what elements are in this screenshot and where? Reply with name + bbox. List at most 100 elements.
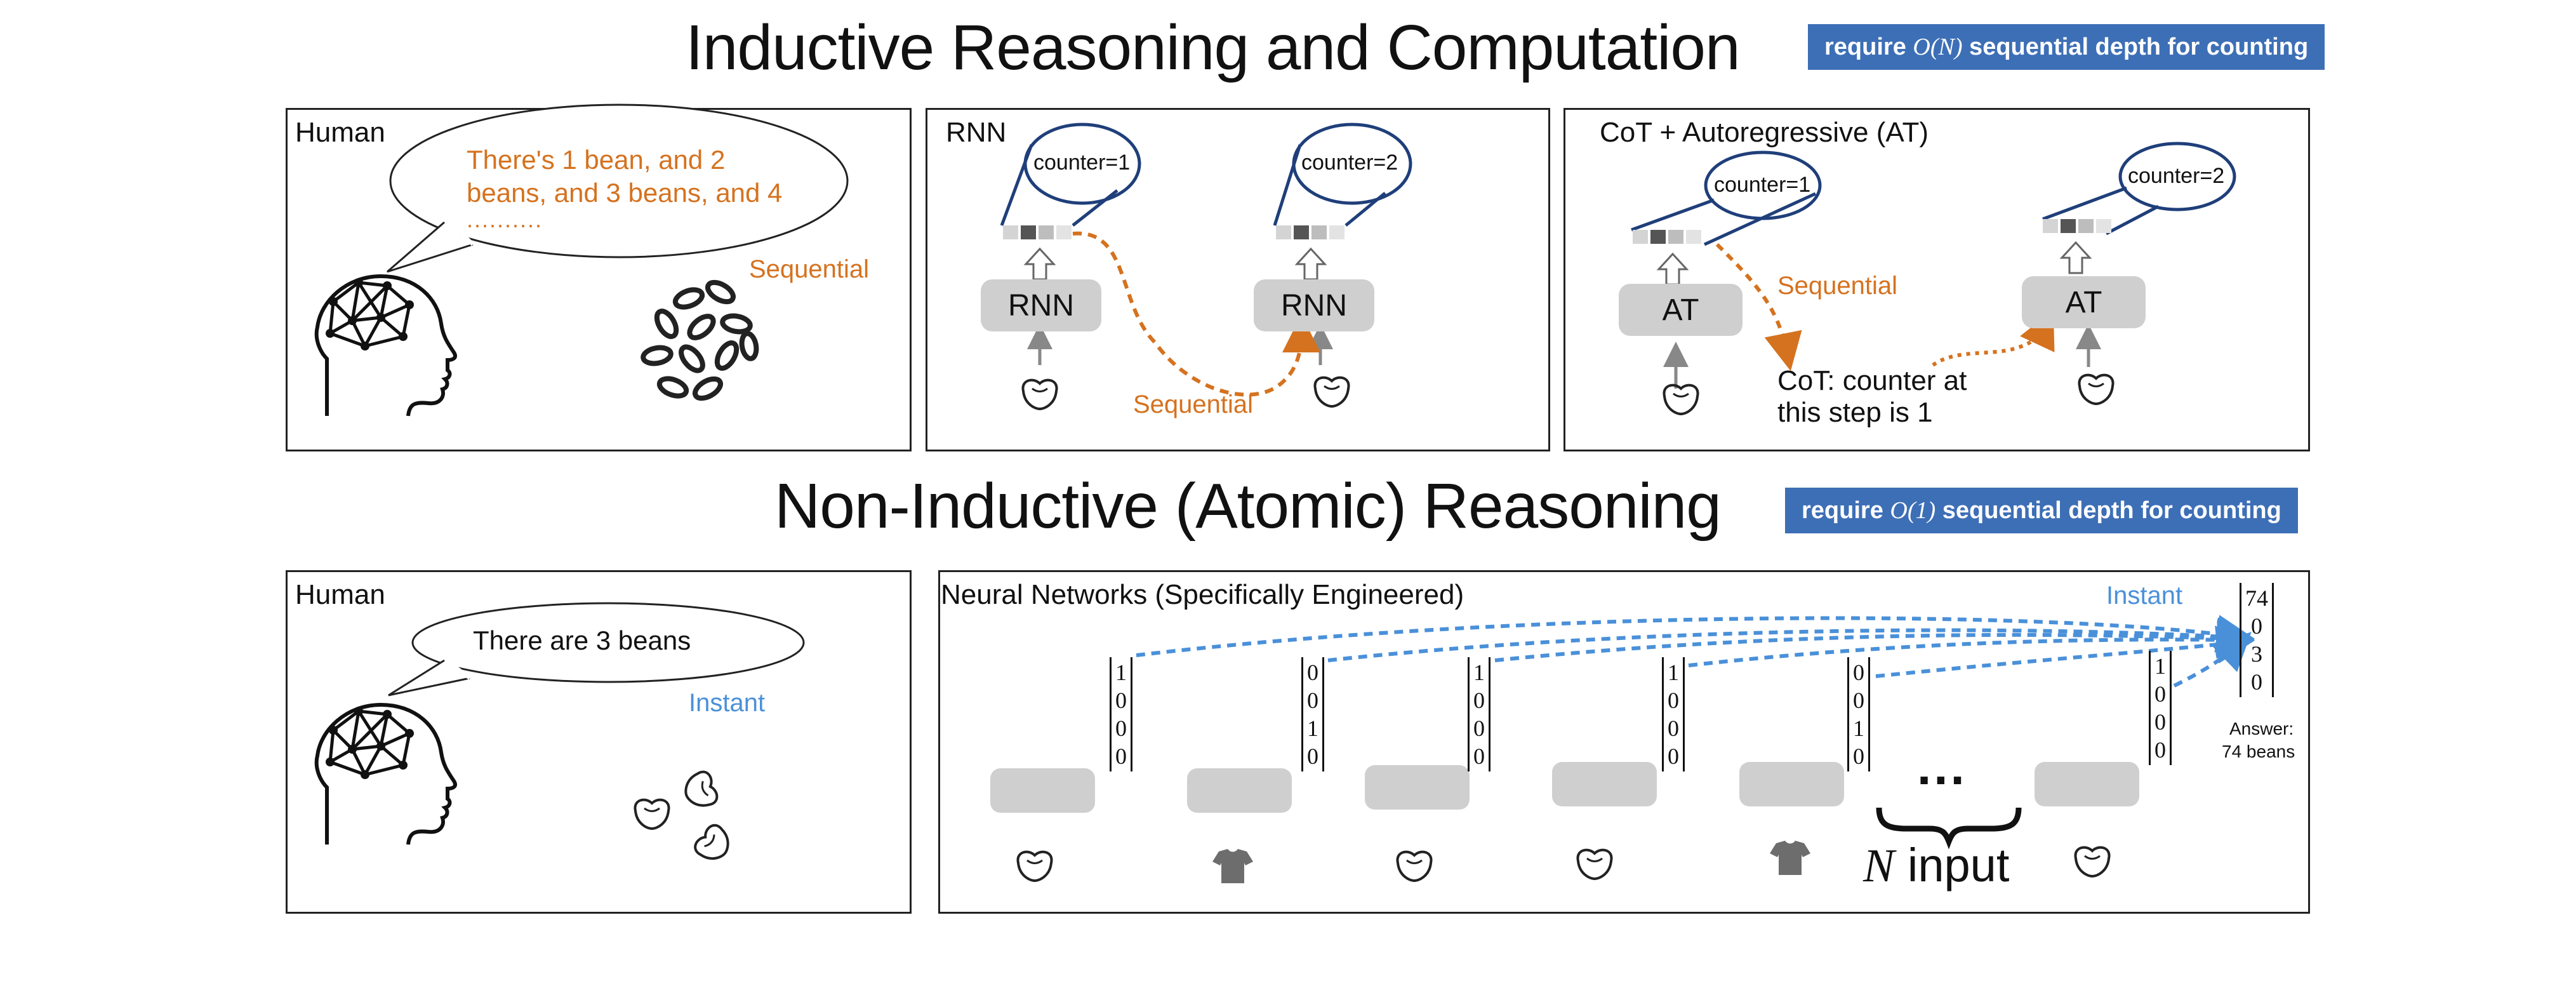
nn-vector-4-val-0: 1 (1668, 660, 1679, 685)
nn-vector-5-val-0: 0 (1853, 660, 1864, 685)
speech-line-1: There's 1 bean, and 2 (467, 145, 726, 175)
speech-bubble-sequential (387, 103, 849, 273)
nn-block-4 (1552, 762, 1657, 806)
nn-block-1 (990, 768, 1095, 813)
nn-block-5 (1739, 762, 1844, 806)
cot-counter1-callout (1631, 150, 1822, 246)
cot-text-line-2: this step is 1 (1777, 397, 1933, 428)
panel-neural-networks (938, 570, 2310, 914)
cot-sequential-arrow (1715, 243, 1802, 371)
rnn-hidden-state-2 (1276, 225, 1344, 239)
rnn-counter1-callout (1000, 123, 1141, 227)
nn-vector-5-val-2: 1 (1853, 716, 1864, 741)
nn-vector-4: 1 0 0 0 (1662, 657, 1685, 771)
rnn-bean-icon-1 (1021, 378, 1058, 410)
nn-vector-3-val-1: 0 (1473, 688, 1485, 713)
nn-vector-6-val-0: 1 (2154, 653, 2166, 679)
cot-counter-2: counter=2 (2128, 164, 2225, 188)
nn-input-bean-2 (1396, 850, 1433, 882)
n-input-brace (1876, 807, 2022, 850)
nn-input-bean-4 (2074, 846, 2111, 878)
nn-vector-1-val-0: 1 (1115, 660, 1127, 685)
bottom-badge-post: sequential depth for counting (1935, 497, 2281, 524)
nn-vector-6-val-2: 0 (2154, 709, 2166, 735)
top-depth-badge: require O(N) sequential depth for counti… (1808, 24, 2325, 70)
top-section-title: Inductive Reasoning and Computation (686, 12, 1741, 83)
nn-block-6 (2035, 762, 2139, 806)
nn-vector-3-val-3: 0 (1473, 744, 1485, 769)
nn-input-shirt-1 (1212, 849, 1253, 883)
nn-vector-6: 1 0 0 0 (2149, 651, 2172, 765)
cot-box-2: AT (2022, 276, 2146, 328)
nn-vector-1-val-1: 0 (1115, 688, 1127, 713)
cot-hidden-state-1 (1633, 230, 1701, 244)
rnn-sequential-arrow (1072, 231, 1320, 397)
rnn-counter-2: counter=2 (1301, 150, 1398, 175)
bottom-depth-badge: require O(1) sequential depth for counti… (1785, 488, 2298, 533)
cot-bean-icon-1 (1663, 384, 1699, 415)
rnn-sequential-tag: Sequential (1133, 391, 1254, 418)
human-sequential-tag: Sequential (749, 255, 870, 283)
cot-feedback-arrow (1932, 309, 2055, 367)
cot-up-arrow-2 (2061, 241, 2091, 274)
nn-vector-2-val-3: 0 (1307, 744, 1318, 769)
nn-vector-2: 0 0 1 0 (1301, 657, 1324, 771)
nn-ellipsis: ... (1917, 738, 1967, 795)
nn-vector-1: 1 0 0 0 (1110, 657, 1132, 771)
nn-vector-2-val-2: 1 (1307, 716, 1318, 741)
answer-vector-val-1: 0 (2251, 613, 2262, 639)
answer-vector-val-2: 3 (2251, 641, 2262, 667)
human-head-icon-top (317, 276, 455, 416)
nn-vector-6-val-1: 0 (2154, 681, 2166, 707)
bottom-section-title: Non-Inductive (Atomic) Reasoning (774, 471, 1722, 542)
bottom-badge-pre: require (1802, 497, 1890, 524)
nn-vector-4-val-3: 0 (1668, 744, 1679, 769)
rnn-box-2: RNN (1254, 279, 1374, 331)
nn-vector-3-val-2: 0 (1473, 716, 1485, 741)
nn-block-3 (1365, 765, 1470, 810)
human-head-icon-bottom (317, 705, 455, 844)
speech-bubble-instant (388, 602, 805, 697)
nn-vector-4-val-1: 0 (1668, 688, 1679, 713)
rnn-box-1: RNN (981, 279, 1101, 331)
panel-human-bottom-label: Human (295, 579, 385, 610)
instant-bean-icon-3 (691, 820, 737, 868)
answer-vector-val-3: 0 (2251, 669, 2262, 695)
answer-vector: 74 0 3 0 (2240, 583, 2274, 697)
panel-rnn-label: RNN (946, 117, 1007, 148)
top-badge-math: O(N) (1913, 34, 1963, 60)
answer-value-text: 74 beans (2222, 742, 2295, 761)
cot-counter2-callout (2042, 142, 2236, 236)
bean-pile-icon (641, 279, 759, 401)
instant-arrows (1136, 615, 2255, 688)
top-badge-pre: require (1824, 34, 1913, 60)
nn-vector-3-val-0: 1 (1473, 660, 1485, 685)
cot-bean-icon-2 (2078, 373, 2115, 405)
panel-cot-label: CoT + Autoregressive (AT) (1600, 117, 1929, 148)
n-symbol: N (1863, 840, 1895, 892)
nn-block-2 (1187, 768, 1292, 813)
panel-nn-label: Neural Networks (Specifically Engineered… (941, 579, 1464, 610)
speech-line-2: beans, and 3 beans, and 4 (467, 178, 783, 208)
nn-vector-5-val-3: 0 (1853, 744, 1864, 769)
nn-vector-5-val-1: 0 (1853, 688, 1864, 713)
cot-up-arrow-1 (1657, 253, 1688, 286)
nn-input-bean-1 (1016, 850, 1053, 882)
nn-vector-4-val-2: 0 (1668, 716, 1679, 741)
panel-human-top-label: Human (295, 117, 385, 148)
nn-vector-5: 0 0 1 0 (1847, 657, 1870, 771)
bottom-badge-math: O(1) (1890, 497, 1936, 524)
rnn-hidden-state-1 (1003, 225, 1072, 239)
nn-vector-1-val-3: 0 (1115, 744, 1127, 769)
top-badge-post: sequential depth for counting (1962, 34, 2309, 60)
rnn-up-arrow-1 (1025, 248, 1055, 281)
rnn-up-arrow-2 (1296, 248, 1326, 281)
instant-bean-icon-2 (679, 768, 721, 813)
n-input-label: N input (1863, 838, 2009, 893)
nn-vector-3: 1 0 0 0 (1468, 657, 1490, 771)
cot-box-1: AT (1619, 284, 1743, 336)
nn-vector-6-val-3: 0 (2154, 737, 2166, 763)
nn-vector-1-val-2: 0 (1115, 716, 1127, 741)
nn-input-shirt-2 (1770, 841, 1810, 875)
